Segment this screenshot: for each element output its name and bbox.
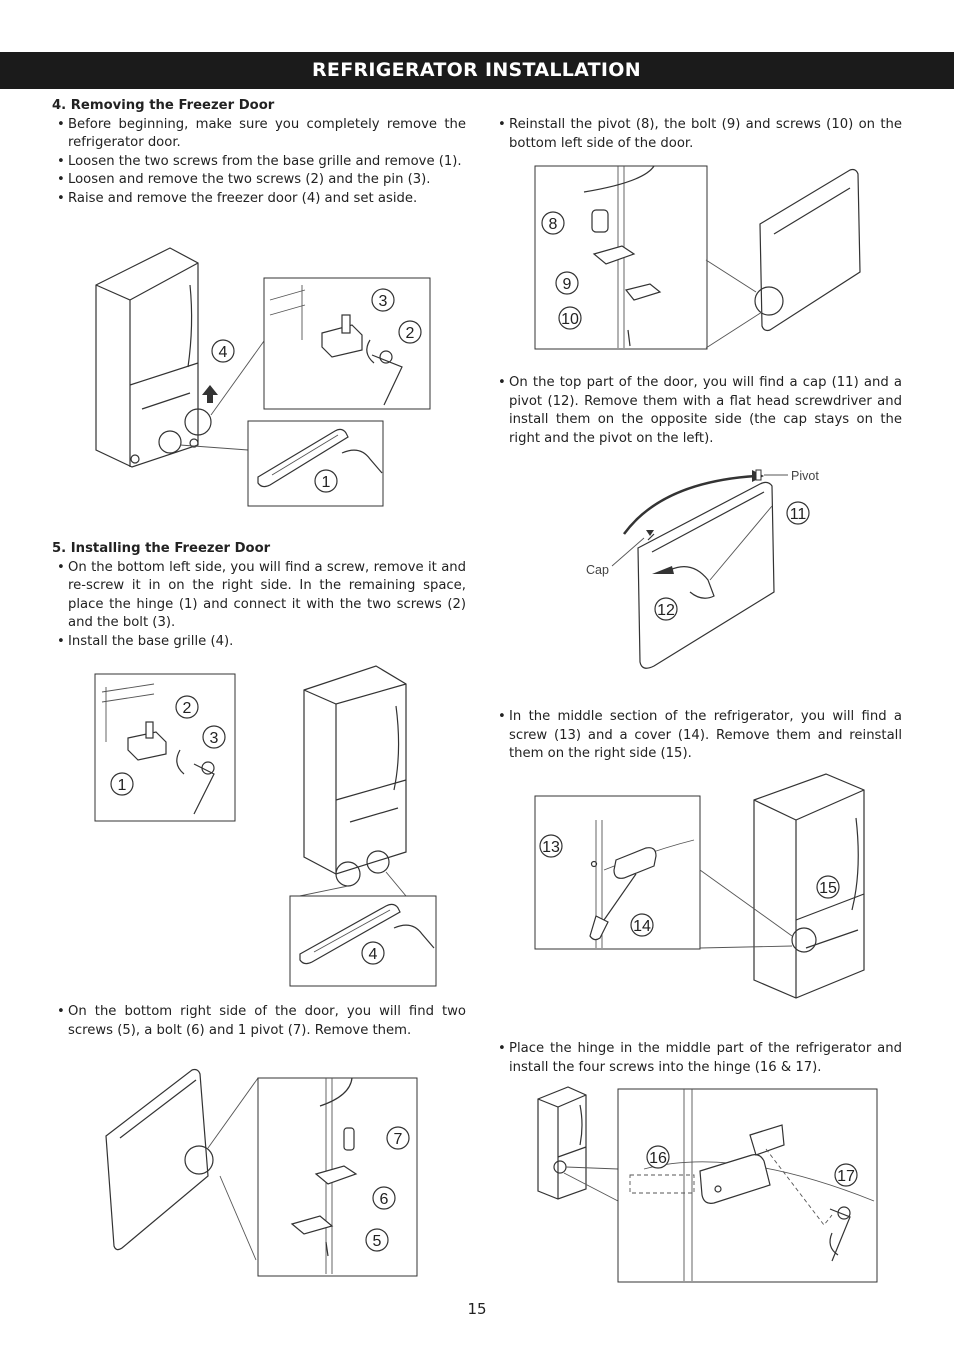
callout-5: 5 bbox=[373, 1233, 382, 1250]
callout-4: 4 bbox=[369, 946, 378, 963]
section-top-cap: On the top part of the door, you will fi… bbox=[493, 374, 902, 448]
cap-label: Cap bbox=[586, 563, 609, 577]
callout-8: 8 bbox=[549, 216, 558, 233]
callout-3: 3 bbox=[379, 293, 388, 310]
figure-middle-cover: 13 14 15 bbox=[534, 770, 874, 1010]
callout-16: 16 bbox=[649, 1150, 667, 1167]
bullet-item: Raise and remove the freezer door (4) an… bbox=[52, 190, 466, 209]
callout-13: 13 bbox=[542, 839, 560, 856]
bullet-item: Reinstall the pivot (8), the bolt (9) an… bbox=[493, 116, 902, 153]
figure-installing-door: 2 3 1 4 bbox=[94, 662, 440, 992]
callout-15: 15 bbox=[819, 880, 837, 897]
bullet-item: Before beginning, make sure you complete… bbox=[52, 116, 466, 153]
figure-bottom-right-pivot: 7 6 5 bbox=[100, 1066, 420, 1278]
bullet-item: On the bottom left side, you will find a… bbox=[52, 559, 466, 633]
section-middle-cover: In the middle section of the refrigerato… bbox=[493, 708, 902, 764]
callout-1: 1 bbox=[322, 474, 331, 491]
header-bar: REFRIGERATOR INSTALLATION bbox=[0, 52, 954, 89]
bullet-item: Install the base grille (4). bbox=[52, 633, 466, 652]
figure-reinstall-pivot: 8 9 10 bbox=[534, 162, 864, 354]
section-reinstall-pivot: Reinstall the pivot (8), the bolt (9) an… bbox=[493, 116, 902, 153]
section-hinge-middle: Place the hinge in the middle part of th… bbox=[493, 1040, 902, 1077]
figure-cap-pivot: Pivot Cap 11 12 bbox=[582, 462, 832, 674]
callout-2: 2 bbox=[406, 325, 415, 342]
pivot-label: Pivot bbox=[791, 469, 819, 483]
bullet-item: Place the hinge in the middle part of th… bbox=[493, 1040, 902, 1077]
callout-6: 6 bbox=[380, 1191, 389, 1208]
section-title: 4. Removing the Freezer Door bbox=[52, 98, 275, 113]
section-bottom-right: On the bottom right side of the door, yo… bbox=[52, 1003, 466, 1040]
callout-14: 14 bbox=[633, 918, 651, 935]
callout-2: 2 bbox=[183, 700, 192, 717]
bullet-item: Loosen the two screws from the base gril… bbox=[52, 153, 466, 172]
section-title: 5. Installing the Freezer Door bbox=[52, 541, 271, 556]
callout-4: 4 bbox=[219, 344, 228, 361]
callout-11: 11 bbox=[790, 506, 807, 523]
callout-7: 7 bbox=[394, 1131, 403, 1148]
section-removing-freezer-door: 4. Removing the Freezer Door Before begi… bbox=[52, 97, 466, 208]
callout-17: 17 bbox=[837, 1168, 855, 1185]
page-title: REFRIGERATOR INSTALLATION bbox=[312, 59, 641, 81]
callout-10: 10 bbox=[561, 311, 579, 328]
bullet-item: On the top part of the door, you will fi… bbox=[493, 374, 902, 448]
figure-hinge-middle: 16 17 bbox=[534, 1085, 880, 1285]
bullet-item: Loosen and remove the two screws (2) and… bbox=[52, 171, 466, 190]
section-installing-freezer-door: 5. Installing the Freezer Door On the bo… bbox=[52, 540, 466, 651]
callout-1: 1 bbox=[118, 777, 127, 794]
bullet-item: On the bottom right side of the door, yo… bbox=[52, 1003, 466, 1040]
callout-9: 9 bbox=[563, 276, 572, 293]
callout-12: 12 bbox=[657, 602, 675, 619]
page-number: 15 bbox=[467, 1300, 487, 1318]
callout-3: 3 bbox=[210, 730, 219, 747]
bullet-item: In the middle section of the refrigerato… bbox=[493, 708, 902, 764]
figure-removing-door: 3 2 4 1 bbox=[90, 245, 440, 510]
